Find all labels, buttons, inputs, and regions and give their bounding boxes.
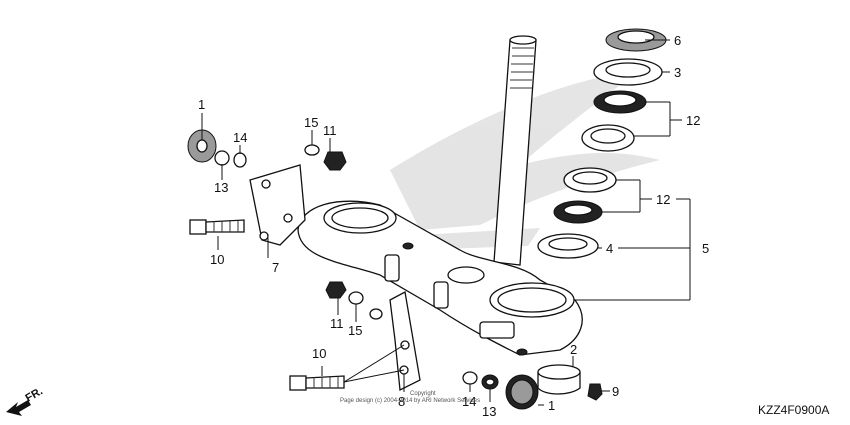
- hardware-lower-left: [289, 281, 421, 392]
- copyright-line-1: Copyright: [410, 391, 436, 397]
- callouts: 6 3 12 12 4 5 1 14 13 15 11 10 7 11 15 1…: [198, 33, 709, 419]
- callout-3: 3: [674, 65, 681, 80]
- callout-15-upper: 15: [304, 115, 318, 130]
- callout-1-lower: 1: [548, 398, 555, 413]
- callout-11-upper: 11: [323, 123, 337, 138]
- callout-11-lower: 11: [330, 316, 344, 331]
- steering-stem-shaft: [493, 35, 537, 266]
- front-arrow-icon: [6, 400, 31, 416]
- copyright-line-2: Page design (c) 2004-2014 by ARI Network…: [340, 398, 480, 404]
- callout-1-upper: 1: [198, 97, 205, 112]
- callout-10-lower: 10: [312, 346, 326, 361]
- callout-14-upper: 14: [233, 130, 247, 145]
- callout-9: 9: [612, 384, 619, 399]
- callout-4: 4: [606, 241, 613, 256]
- callout-12-lower: 12: [656, 192, 670, 207]
- callout-10-upper: 10: [210, 252, 224, 267]
- callout-15-lower: 15: [348, 323, 362, 338]
- reference-code: KZZ4F0900A: [758, 403, 829, 417]
- callout-14-lower: 14: [462, 394, 476, 409]
- leader-lines: [201, 39, 691, 406]
- bearing-stack-upper: [581, 28, 667, 152]
- callout-12-upper: 12: [686, 113, 700, 128]
- callout-7: 7: [272, 260, 279, 275]
- callout-6: 6: [674, 33, 681, 48]
- front-direction-label: FR.: [24, 385, 45, 404]
- front-direction-indicator: FR.: [6, 385, 45, 416]
- callout-13-lower: 13: [482, 404, 496, 419]
- hardware-upper-left: [187, 129, 347, 246]
- callout-2: 2: [570, 342, 577, 357]
- bearing-stack-lower: [537, 167, 617, 259]
- lower-fork-bridge: [297, 200, 583, 356]
- hardware-lower-right: [462, 364, 603, 410]
- callout-13-upper: 13: [214, 180, 228, 195]
- copyright-notice: Copyright Page design (c) 2004-2014 by A…: [340, 391, 480, 404]
- callout-5: 5: [702, 241, 709, 256]
- callout-8: 8: [398, 394, 405, 409]
